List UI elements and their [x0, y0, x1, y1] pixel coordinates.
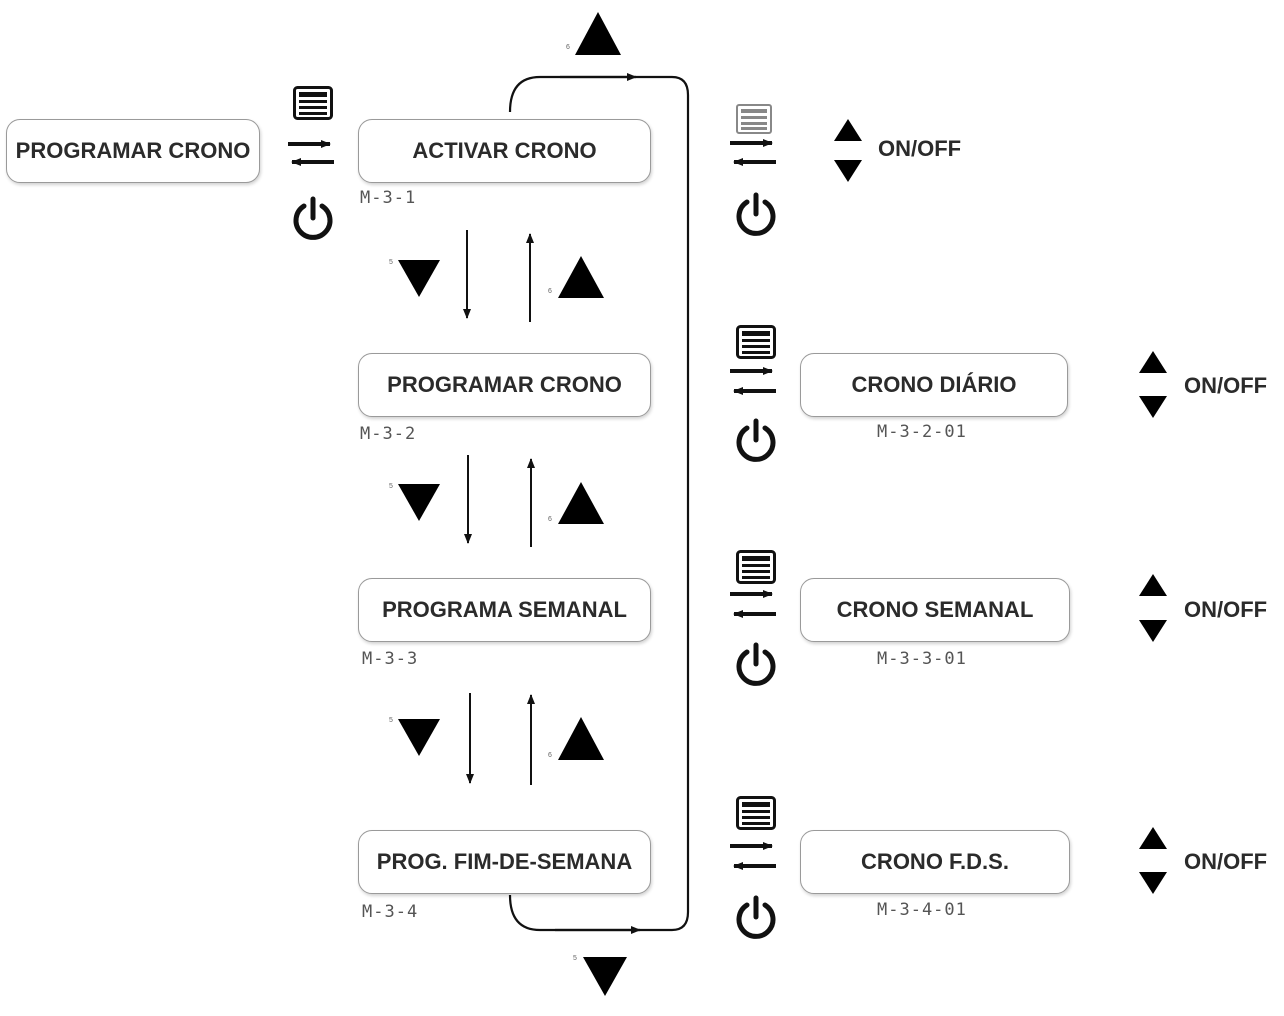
- power-icon: [293, 196, 333, 240]
- loop-connector: [508, 75, 690, 932]
- menu-code: M-3-2: [360, 424, 417, 444]
- key-number-down: 5: [389, 483, 393, 490]
- up-triangle-icon: [834, 119, 862, 141]
- menu-code: M-3-4: [362, 902, 419, 922]
- down-triangle-icon: [834, 160, 862, 182]
- menu-node-programa-semanal: PROGRAMA SEMANAL: [358, 578, 651, 642]
- menu-node-crono-fds: CRONO F.D.S.: [800, 830, 1070, 894]
- menu-list-icon: [736, 550, 776, 584]
- up-triangle-icon: [1139, 351, 1167, 373]
- key-number-up: 6: [566, 44, 570, 51]
- onoff-label: ON/OFF: [1184, 373, 1268, 398]
- menu-node-programar-crono-root: PROGRAMAR CRONO: [6, 119, 260, 183]
- enter-back-arrows: [730, 842, 776, 870]
- up-triangle-icon: [575, 12, 621, 55]
- key-number-up: 6: [548, 752, 552, 759]
- down-triangle-icon: [583, 957, 627, 996]
- onoff-label: ON/OFF: [878, 136, 962, 161]
- onoff-label: ON/OFF: [1184, 849, 1268, 874]
- up-triangle-icon: [558, 256, 604, 298]
- power-icon: [736, 418, 776, 462]
- key-number-down: 5: [389, 259, 393, 266]
- up-triangle-icon: [1139, 574, 1167, 596]
- up-triangle-icon: [1139, 827, 1167, 849]
- up-triangle-icon: [558, 717, 604, 760]
- menu-code: M-3-3: [362, 649, 419, 669]
- power-icon: [736, 895, 776, 939]
- down-triangle-icon: [398, 260, 440, 297]
- menu-code: M-3-4-01: [877, 900, 967, 920]
- key-number-up: 6: [548, 288, 552, 295]
- up-triangle-icon: [558, 482, 604, 524]
- menu-node-prog-fim-de-semana: PROG. FIM-DE-SEMANA: [358, 830, 651, 894]
- enter-back-arrows: [730, 139, 776, 166]
- down-triangle-icon: [398, 484, 440, 521]
- key-number-down: 5: [573, 955, 577, 962]
- down-triangle-icon: [1139, 872, 1167, 894]
- menu-list-icon: [736, 104, 772, 134]
- onoff-label: ON/OFF: [1184, 597, 1268, 622]
- menu-node-programar-crono: PROGRAMAR CRONO: [358, 353, 651, 417]
- power-icon: [736, 642, 776, 686]
- menu-node-crono-semanal: CRONO SEMANAL: [800, 578, 1070, 642]
- menu-code: M-3-1: [360, 188, 417, 208]
- key-number-down: 5: [389, 717, 393, 724]
- power-icon: [736, 192, 776, 236]
- menu-node-crono-diario: CRONO DIÁRIO: [800, 353, 1068, 417]
- menu-code: M-3-2-01: [877, 422, 967, 442]
- menu-list-icon: [293, 86, 333, 120]
- enter-back-arrows: [730, 367, 776, 395]
- menu-list-icon: [736, 325, 776, 359]
- enter-back-arrows: [288, 140, 334, 166]
- menu-code: M-3-3-01: [877, 649, 967, 669]
- down-triangle-icon: [1139, 620, 1167, 642]
- menu-node-activar-crono: ACTIVAR CRONO: [358, 119, 651, 183]
- down-triangle-icon: [398, 719, 440, 756]
- enter-back-arrows: [730, 590, 776, 618]
- down-triangle-icon: [1139, 396, 1167, 418]
- menu-list-icon: [736, 796, 776, 830]
- key-number-up: 6: [548, 516, 552, 523]
